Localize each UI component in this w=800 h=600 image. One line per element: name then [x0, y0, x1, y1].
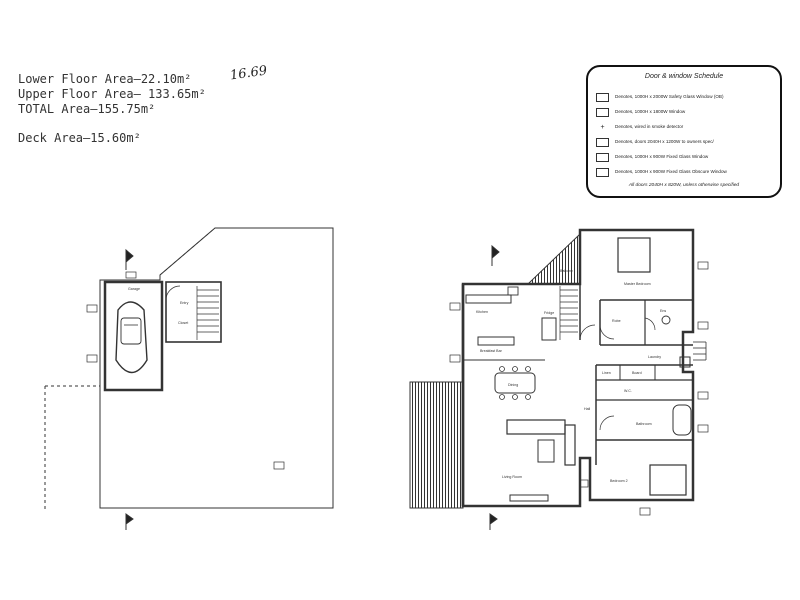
fridge-unit [541, 317, 557, 341]
room-label-fridge: Fridge [544, 311, 554, 315]
room-label-dining: Dining [508, 383, 518, 387]
north-arrow-icon [491, 244, 500, 266]
window-frame-icon [596, 167, 609, 177]
lower-floor-plan [44, 227, 334, 530]
window-frame-icon [86, 304, 98, 313]
room-label-bathroom: Bathroom [636, 422, 652, 426]
schedule-row: Denotes, 1000H x 1800W Window [596, 105, 774, 119]
schedule-row: Denotes, 1000H x 900W Fixed Glass Window [596, 150, 774, 164]
room-label-board: Board [632, 371, 642, 375]
deck-area: Deck Area—15.60m² [18, 131, 141, 145]
room-label-master: Master Bedroom [624, 282, 651, 286]
room-label-kitchen: Kitchen [476, 310, 488, 314]
bathtub [672, 404, 692, 436]
smoke-detector-icon: + [600, 123, 605, 131]
room-label-closet: Closet [178, 321, 188, 325]
schedule-title: Door & window Schedule [644, 73, 724, 80]
north-arrow-icon [489, 513, 498, 530]
lower-floor-area: Lower Floor Area—22.10m² [18, 72, 192, 86]
north-arrow-icon [125, 248, 134, 270]
room-label-laundry: Laundry [648, 355, 661, 359]
window-frame-icon [596, 107, 609, 117]
room-label-robe: Robe [612, 319, 621, 323]
upper-floor-plan [409, 228, 709, 530]
balcony-deck [526, 232, 581, 285]
door-window-schedule: Door & window Schedule Denotes, 1000H x … [586, 65, 782, 198]
laundry-tub [679, 356, 691, 368]
site-outline [99, 227, 334, 509]
area-summary: Lower Floor Area—22.10m² Upper Floor Are… [18, 72, 206, 146]
bed-2 [649, 464, 687, 496]
stairs [559, 286, 578, 340]
window-frame-icon [697, 261, 709, 270]
schedule-row: +Denotes, wired in smoke detector [596, 120, 774, 134]
dining-table [494, 372, 536, 394]
coffee-table [537, 439, 555, 463]
lounge-sofa [564, 424, 576, 466]
deck [409, 381, 464, 509]
window-frame-icon [449, 354, 461, 363]
schedule-row: Denotes, 1000H x 900W Fixed Glass Obscur… [596, 165, 774, 179]
car-icon [115, 301, 148, 374]
room-label-breakfast-bar: Breakfast Bar [480, 349, 503, 353]
window-frame-icon [596, 152, 609, 162]
kitchen-stove [507, 286, 519, 296]
room-label-bedroom-2: Bedroom 2 [610, 479, 628, 483]
garage-wall [103, 280, 164, 392]
garage-door-swing [165, 285, 181, 301]
kitchen-bench [465, 294, 512, 304]
room-label-garage: Garage [128, 287, 140, 291]
room-label-wc: W.C. [624, 389, 632, 393]
lounge-sofa [506, 419, 566, 435]
window-frame-icon [449, 302, 461, 311]
window-frame-icon [697, 321, 709, 330]
room-label-hall: Hall [584, 407, 590, 411]
window-frame-icon [697, 391, 709, 400]
room-label-linen: Linen [602, 371, 611, 375]
window-frame-icon [86, 354, 98, 363]
upper-floor-area: Upper Floor Area— 133.65m² [18, 87, 206, 101]
stairs [196, 286, 219, 340]
room-label-balcony: Balcony [560, 269, 573, 273]
master-bed [617, 237, 651, 273]
schedule-row: Denotes, doors 2040H x 1200W to owners s… [596, 135, 774, 149]
window-frame-icon [596, 92, 609, 102]
window-frame-icon [125, 271, 137, 279]
door-swing-icon [596, 137, 609, 147]
window-frame-icon [579, 479, 589, 488]
schedule-row: Denotes, 1000H x 2000W Safety Glass Wind… [596, 90, 774, 104]
north-arrow-icon [125, 513, 134, 530]
entry-wall [165, 281, 222, 343]
total-area: TOTAL Area—155.75m² [18, 102, 156, 116]
tv-unit [509, 494, 549, 502]
upper-exterior-wall [461, 228, 695, 508]
room-label-entry: Entry [180, 301, 189, 305]
room-label-ens: Ens [660, 309, 666, 313]
room-label-living: Living Room [502, 475, 522, 479]
breakfast-bar [477, 336, 515, 346]
schedule-footnote: All doors 2040H x 820W, unless otherwise… [628, 183, 740, 188]
window-frame-icon [697, 424, 709, 433]
window-frame-icon [273, 461, 285, 470]
window-frame-icon [639, 507, 651, 516]
